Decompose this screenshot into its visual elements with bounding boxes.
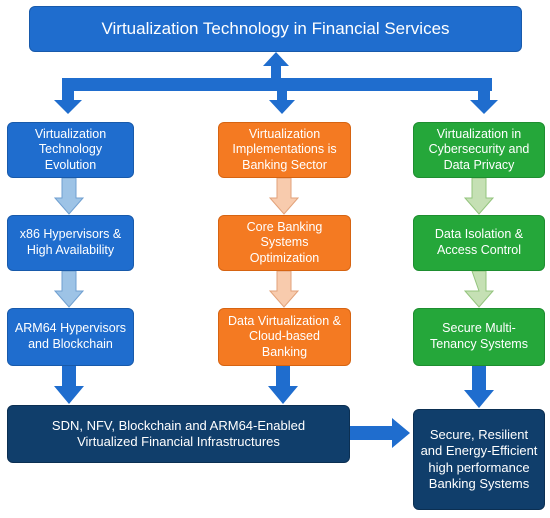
distribution-bar <box>62 78 492 91</box>
col2-step-arrows <box>268 177 300 308</box>
infra-to-outcome-arrow <box>350 418 410 448</box>
title-up-arrow <box>263 52 289 78</box>
col3-step2: Secure Multi-Tenancy Systems <box>413 308 545 366</box>
col2-to-infra-arrow <box>268 366 298 404</box>
col2-step1: Core Banking Systems Optimization <box>218 215 351 271</box>
bottom-arrows <box>54 366 494 448</box>
col1-step-arrows <box>53 177 85 308</box>
arrow-to-col2 <box>269 91 295 114</box>
arrow-to-col1 <box>54 91 82 114</box>
col3-step1: Data Isolation & Access Control <box>413 215 545 271</box>
infrastructure-box: SDN, NFV, Blockchain and ARM64-Enabled V… <box>7 405 350 463</box>
distribution-arrows <box>54 52 498 114</box>
outcome-box: Secure, Resilient and Energy-Efficient h… <box>413 409 545 510</box>
col1-header: Virtualization Technology Evolution <box>7 122 134 178</box>
arrow-to-col3 <box>470 91 498 114</box>
col2-step2: Data Virtualization & Cloud-based Bankin… <box>218 308 351 366</box>
col1-step1: x86 Hypervisors & High Availability <box>7 215 134 271</box>
col3-header: Virtualization in Cybersecurity and Data… <box>413 122 545 178</box>
col2-header: Virtualization Implementations is Bankin… <box>218 122 351 178</box>
page-title: Virtualization Technology in Financial S… <box>29 6 522 52</box>
col1-to-infra-arrow <box>54 366 84 404</box>
col1-step2: ARM64 Hypervisors and Blockchain <box>7 308 134 366</box>
col3-to-outcome-arrow <box>464 366 494 408</box>
col3-step-arrows <box>463 177 495 308</box>
